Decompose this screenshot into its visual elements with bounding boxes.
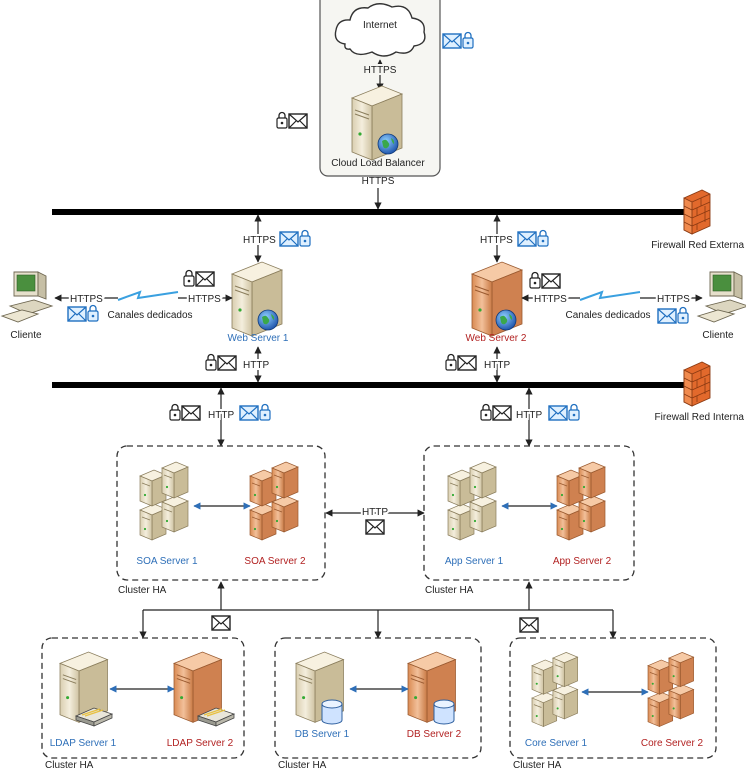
lock-envelope-icon xyxy=(183,269,215,287)
lb-bus-protocol: HTTPS xyxy=(362,176,395,187)
envelope-lock-icon xyxy=(657,306,689,324)
soa-server-1 xyxy=(140,462,188,540)
lock-envelope-icon xyxy=(169,403,201,421)
ldap-server-1-label: LDAP Server 1 xyxy=(50,738,117,749)
lock-envelope-icon xyxy=(205,353,237,371)
internet-label: Internet xyxy=(363,20,397,31)
soa-cluster-box xyxy=(116,445,326,581)
computer-icon xyxy=(1,271,53,323)
firewall-internal-label: Firewall Red Interna xyxy=(655,412,745,423)
lightning-icon xyxy=(579,290,641,301)
ws2-http-label: HTTP xyxy=(484,360,510,371)
database-icon xyxy=(321,699,343,725)
envelope-lock-icon xyxy=(548,403,580,421)
envelope-icon xyxy=(365,519,385,535)
ws1-https-label: HTTPS xyxy=(243,235,276,246)
ldap-cluster-label: Cluster HA xyxy=(45,760,94,770)
ws1-client-https: HTTPS xyxy=(188,294,221,305)
soa-server-2 xyxy=(250,462,298,540)
envelope-lock-icon xyxy=(279,229,311,247)
globe-icon xyxy=(495,309,517,331)
core-cluster-label: Cluster HA xyxy=(513,760,562,770)
client-right-https: HTTPS xyxy=(657,294,690,305)
app-server-2 xyxy=(557,462,605,540)
app-cluster-label: Cluster HA xyxy=(425,585,474,596)
db-server-2-label: DB Server 2 xyxy=(407,729,462,740)
computer-icon xyxy=(697,271,746,323)
core-server-2 xyxy=(648,652,694,726)
web-server-2-label: Web Server 2 xyxy=(466,333,527,344)
database-icon xyxy=(433,699,455,725)
cluster-http-label: HTTP xyxy=(362,507,388,518)
envelope-lock-icon xyxy=(239,403,271,421)
web-server-1-label: Web Server 1 xyxy=(228,333,289,344)
client-right-label: Cliente xyxy=(702,330,734,341)
envelope-icon xyxy=(519,617,539,633)
envelope-lock-icon xyxy=(517,229,549,247)
lock-envelope-icon xyxy=(445,353,477,371)
channels-left-label: Canales dedicados xyxy=(107,310,192,321)
firewall-icon xyxy=(683,361,711,407)
internet-lb-protocol: HTTPS xyxy=(364,65,397,76)
lock-envelope-icon xyxy=(529,271,561,289)
core-server-1 xyxy=(532,652,578,726)
firewall-external-label: Firewall Red Externa xyxy=(651,240,744,251)
envelope-icon xyxy=(211,615,231,631)
globe-icon xyxy=(257,309,279,331)
lightning-icon xyxy=(117,290,179,301)
cloud-icon xyxy=(334,3,426,57)
ldap-server-2-label: LDAP Server 2 xyxy=(167,738,234,749)
soa-server-2-label: SOA Server 2 xyxy=(244,556,306,567)
client-left-https: HTTPS xyxy=(70,294,103,305)
app-server-2-label: App Server 2 xyxy=(553,556,612,567)
soa-server-1-label: SOA Server 1 xyxy=(136,556,198,567)
ws1-http-label: HTTP xyxy=(243,360,269,371)
app-http-label: HTTP xyxy=(516,410,542,421)
app-server-1 xyxy=(448,462,496,540)
ws2-https-label: HTTPS xyxy=(480,235,513,246)
cloud-lb-label: Cloud Load Balancer xyxy=(331,158,425,169)
app-cluster-box xyxy=(423,445,635,581)
app-server-1-label: App Server 1 xyxy=(445,556,504,567)
ldap-cluster-box xyxy=(41,637,245,759)
envelope-lock-icon xyxy=(442,31,474,49)
ws2-client-https: HTTPS xyxy=(534,294,567,305)
channels-right-label: Canales dedicados xyxy=(565,310,650,321)
envelope-lock-icon xyxy=(67,304,99,322)
lock-envelope-icon xyxy=(480,403,512,421)
core-server-2-label: Core Server 2 xyxy=(641,738,704,749)
db-server-1-label: DB Server 1 xyxy=(295,729,350,740)
globe-icon xyxy=(377,133,399,155)
db-cluster-box xyxy=(274,637,482,759)
lock-envelope-icon xyxy=(276,111,308,129)
soa-cluster-label: Cluster HA xyxy=(118,585,167,596)
soa-http-label: HTTP xyxy=(208,410,234,421)
core-server-1-label: Core Server 1 xyxy=(525,738,588,749)
client-left-label: Cliente xyxy=(10,330,42,341)
db-cluster-label: Cluster HA xyxy=(278,760,327,770)
firewall-icon xyxy=(683,189,711,235)
core-cluster-box xyxy=(509,637,717,759)
